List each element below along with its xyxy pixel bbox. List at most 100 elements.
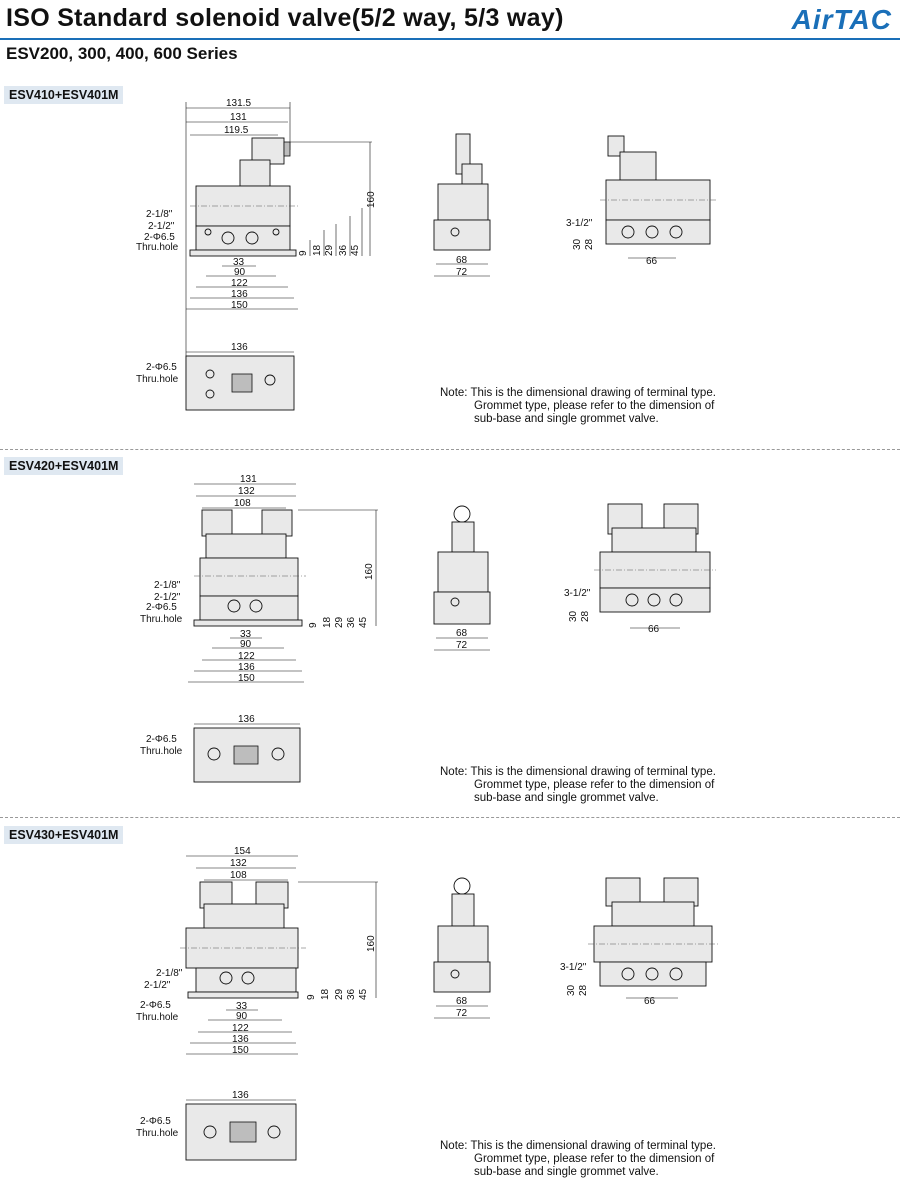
- dim-28: 28: [580, 610, 591, 622]
- section-label-esv430: ESV430+ESV401M: [4, 826, 124, 844]
- dim-18: 18: [312, 244, 323, 256]
- port-label-small: 2-1/8": [156, 968, 183, 979]
- dim-72: 72: [456, 267, 468, 278]
- dim-160: 160: [366, 935, 377, 952]
- thru-label: Thru.hole: [136, 1012, 179, 1023]
- dim-45: 45: [350, 244, 361, 256]
- hole-label: 2-Φ6.5: [146, 734, 177, 745]
- dim-29: 29: [334, 616, 345, 628]
- dim-72: 72: [456, 640, 468, 651]
- dim-top-b: 132: [238, 486, 255, 497]
- dim-top-b: 132: [230, 858, 247, 869]
- section-divider: [0, 817, 900, 818]
- dim-28: 28: [578, 984, 589, 996]
- note-line-1: Note: This is the dimensional drawing of…: [440, 1140, 716, 1152]
- note-line-1: Note: This is the dimensional drawing of…: [440, 387, 716, 399]
- dim-136: 136: [231, 342, 248, 353]
- dim-33: 33: [240, 629, 252, 640]
- dim-18: 18: [322, 616, 333, 628]
- page-subtitle: ESV200, 300, 400, 600 Series: [6, 44, 238, 63]
- dim-top-a: 154: [234, 846, 251, 857]
- note-line-2: Grommet type, please refer to the dimens…: [474, 400, 715, 412]
- port-label-mid: 2-1/2": [148, 221, 175, 232]
- dim-68: 68: [456, 628, 468, 639]
- note-esv410: Note: This is the dimensional drawing of…: [440, 387, 716, 426]
- side-view: 68 72: [433, 505, 491, 651]
- dim-36: 36: [346, 616, 357, 628]
- front-view: 131 132 108 160 9 18 29 36 45 2-1/8" 2-1…: [140, 474, 378, 684]
- dim-122: 122: [232, 1023, 249, 1034]
- dim-68: 68: [456, 255, 468, 266]
- drawing-esv410: 131.5 131 119.5 160 9 18 29 36 45 2-1/8"…: [136, 98, 716, 411]
- dim-top-a: 131.5: [226, 98, 251, 109]
- dim-29: 29: [334, 988, 345, 1000]
- dim-90: 90: [240, 639, 252, 650]
- note-esv430: Note: This is the dimensional drawing of…: [440, 1140, 716, 1179]
- dim-top-c: 108: [230, 870, 247, 881]
- port-label-mid: 2-1/2": [154, 592, 181, 603]
- dim-33: 33: [233, 257, 245, 268]
- side-port-label: 3-1/2": [566, 218, 593, 229]
- front-view: 131.5 131 119.5 160 9 18 29 36 45 2-1/8"…: [136, 98, 377, 390]
- dim-9: 9: [308, 622, 319, 628]
- dim-160: 160: [366, 191, 377, 208]
- dim-136: 136: [238, 714, 255, 725]
- dim-30: 30: [568, 610, 579, 622]
- dim-45: 45: [358, 616, 369, 628]
- brand-logo: AirTAC: [791, 4, 892, 35]
- note-esv420: Note: This is the dimensional drawing of…: [440, 766, 716, 805]
- drawing-esv430: 154 132 108 160 9 18 29 36 45 2-1/8" 2-1…: [136, 846, 718, 1161]
- note-line-2: Grommet type, please refer to the dimens…: [474, 1153, 715, 1165]
- hole-label: 2-Φ6.5: [144, 232, 175, 243]
- dim-150: 150: [238, 673, 255, 684]
- dim-30: 30: [572, 238, 583, 250]
- dim-9: 9: [298, 250, 309, 256]
- dim-136: 136: [232, 1034, 249, 1045]
- dim-66: 66: [648, 624, 660, 635]
- dim-66: 66: [646, 256, 658, 267]
- side-port-label: 3-1/2": [560, 962, 587, 973]
- thru-label: Thru.hole: [136, 374, 179, 385]
- dim-top-a: 131: [240, 474, 257, 485]
- header-rule: [0, 38, 900, 40]
- note-line-3: sub-base and single grommet valve.: [474, 413, 659, 425]
- section-divider: [0, 449, 900, 450]
- section-label-esv420: ESV420+ESV401M: [4, 457, 124, 475]
- dim-136: 136: [231, 289, 248, 300]
- port-label-small: 2-1/8": [154, 580, 181, 591]
- port-label-mid: 2-1/2": [144, 980, 171, 991]
- dim-top-c: 119.5: [224, 125, 249, 136]
- thru-label: Thru.hole: [140, 746, 183, 757]
- dim-160: 160: [364, 563, 375, 580]
- note-line-2: Grommet type, please refer to the dimens…: [474, 779, 715, 791]
- dim-18: 18: [320, 988, 331, 1000]
- hole-label: 2-Φ6.5: [146, 602, 177, 613]
- dim-72: 72: [456, 1008, 468, 1019]
- dim-45: 45: [358, 988, 369, 1000]
- section-label-esv410: ESV410+ESV401M: [4, 86, 124, 104]
- dim-90: 90: [236, 1011, 248, 1022]
- dim-9: 9: [306, 994, 317, 1000]
- note-line-3: sub-base and single grommet valve.: [474, 792, 659, 804]
- dim-90: 90: [234, 267, 246, 278]
- side-view: 68 72: [433, 877, 491, 1019]
- dim-top-c: 108: [234, 498, 251, 509]
- thru-label: Thru.hole: [140, 614, 183, 625]
- end-view: 66 3-1/2" 30 28: [566, 135, 716, 267]
- hole-label: 2-Φ6.5: [146, 362, 177, 373]
- dim-top-b: 131: [230, 112, 247, 123]
- dim-150: 150: [232, 1045, 249, 1056]
- thru-label: Thru.hole: [136, 242, 179, 253]
- front-view: 154 132 108 160 9 18 29 36 45 2-1/8" 2-1…: [136, 846, 378, 1056]
- dim-136: 136: [238, 662, 255, 673]
- drawing-esv420: 131 132 108 160 9 18 29 36 45 2-1/8" 2-1…: [140, 474, 716, 783]
- dim-36: 36: [338, 244, 349, 256]
- plan-view: 136 2-Φ6.5 Thru.hole: [136, 342, 295, 411]
- end-view: 66 3-1/2" 30 28: [560, 877, 718, 1007]
- side-port-label: 3-1/2": [564, 588, 591, 599]
- end-view: 66 3-1/2" 30 28: [564, 503, 716, 635]
- hole-label: 2-Φ6.5: [140, 1000, 171, 1011]
- dim-150: 150: [231, 300, 248, 311]
- plan-view: 136 2-Φ6.5 Thru.hole: [140, 714, 301, 783]
- dim-68: 68: [456, 996, 468, 1007]
